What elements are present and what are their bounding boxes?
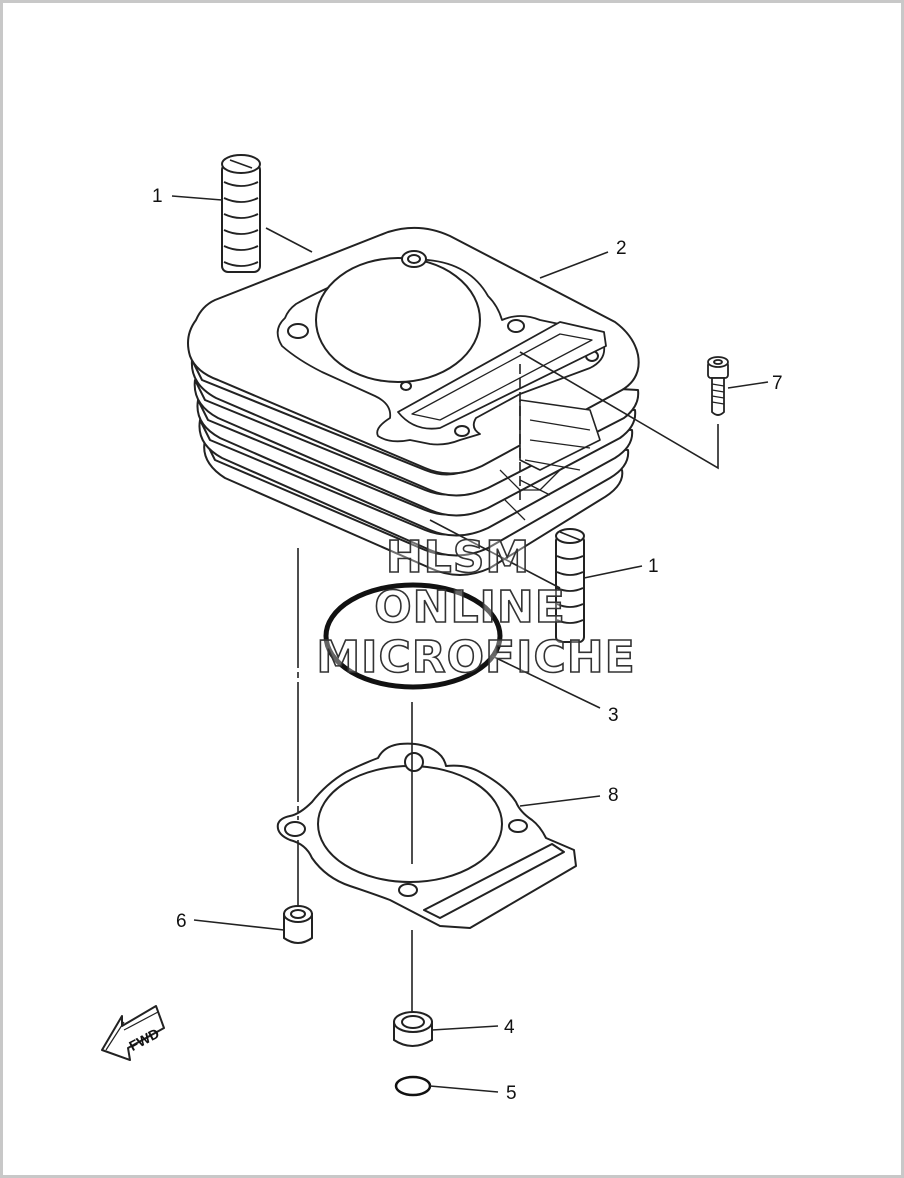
callout-gasket: 8 bbox=[608, 785, 619, 806]
cylinder-stud-hole-front bbox=[454, 425, 470, 437]
base-gasket[interactable] bbox=[276, 742, 577, 929]
dowel-pin[interactable] bbox=[283, 905, 313, 944]
cylinder-stud-hole-left bbox=[287, 323, 309, 339]
cylinder-lower-detail bbox=[499, 469, 561, 521]
gasket-hole-front bbox=[398, 883, 418, 897]
stud-lower[interactable] bbox=[555, 528, 585, 643]
watermark-line-2: ONLINE bbox=[374, 582, 566, 633]
watermark: HLSM ONLINE MICROFICHE bbox=[316, 531, 636, 684]
leader-lines bbox=[171, 195, 769, 1093]
gasket-chain-opening bbox=[423, 843, 565, 919]
fwd-arrow-icon bbox=[101, 1005, 165, 1061]
callout-stud-lower: 1 bbox=[648, 556, 659, 577]
stud-upper[interactable] bbox=[221, 154, 261, 273]
cylinder-side-fin-lines bbox=[519, 419, 591, 496]
cylinder-small-hole-1 bbox=[400, 381, 412, 391]
gasket-bore bbox=[317, 765, 503, 883]
callout-dowel-pin: 6 bbox=[176, 911, 187, 932]
callout-o-ring-large: 3 bbox=[608, 705, 619, 726]
bolt[interactable] bbox=[707, 356, 729, 416]
watermark-line-1: HLSM bbox=[386, 532, 530, 583]
cylinder[interactable] bbox=[187, 226, 640, 576]
gasket-hole-left bbox=[284, 821, 306, 837]
cylinder-stud-hole-rear-inner bbox=[407, 254, 421, 264]
watermark-line-3: MICROFICHE bbox=[316, 632, 635, 683]
collar[interactable] bbox=[393, 1011, 433, 1047]
o-ring-large[interactable] bbox=[323, 582, 503, 690]
gasket-hole-rear bbox=[404, 752, 424, 772]
callout-o-ring-small: 5 bbox=[506, 1083, 517, 1104]
cylinder-chain-tunnel-inner bbox=[411, 333, 593, 421]
callout-cylinder: 2 bbox=[616, 238, 627, 259]
cylinder-bore bbox=[315, 257, 481, 383]
cylinder-chain-tunnel bbox=[397, 321, 607, 430]
callout-stud-upper: 1 bbox=[152, 186, 163, 207]
gasket-hole-right bbox=[508, 819, 528, 833]
callout-bolt: 7 bbox=[772, 373, 783, 394]
callout-collar: 4 bbox=[504, 1017, 515, 1038]
cylinder-stud-hole-right bbox=[507, 319, 525, 333]
